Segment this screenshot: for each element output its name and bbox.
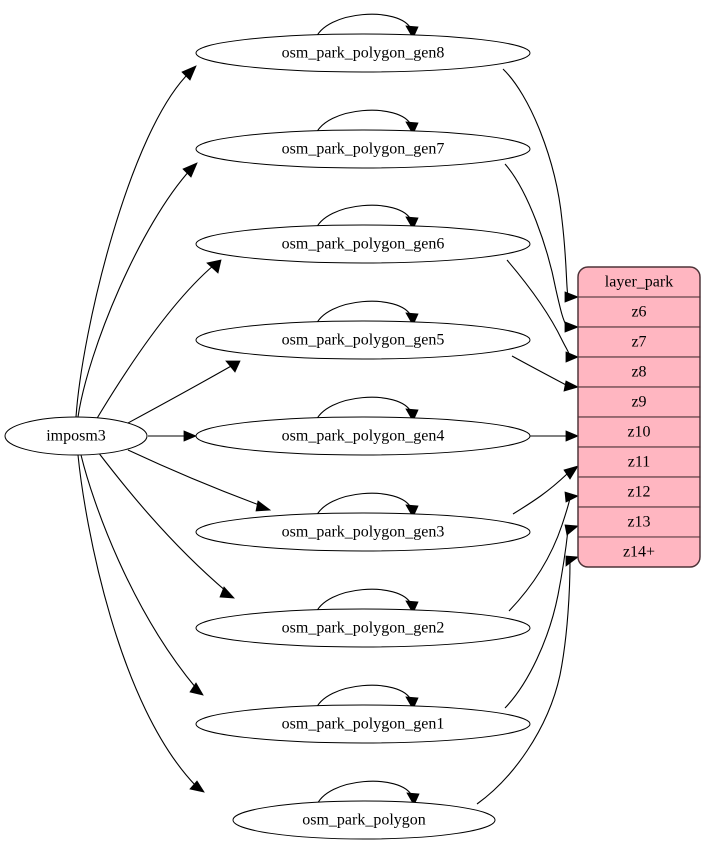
arrowhead-self-loop-gen2	[405, 600, 419, 614]
node-gen6[interactable]: osm_park_polygon_gen6	[195, 224, 531, 264]
self-loop-gen3	[314, 492, 412, 520]
node-gen3-shape[interactable]	[195, 512, 531, 552]
self-loop-gen1	[314, 684, 412, 712]
node-base-label: osm_park_polygon	[302, 812, 426, 829]
edge-imposm3-to-base	[77, 454, 197, 787]
arrowhead-gen2-to-z12	[564, 491, 580, 503]
self-loops	[314, 13, 420, 808]
layer-park-row-z13-label: z13	[627, 514, 650, 531]
node-gen6-shape[interactable]	[195, 224, 531, 264]
edge-imposm3-to-gen6	[95, 264, 215, 421]
arrowhead-self-loop-gen1	[405, 696, 419, 710]
self-loop-gen8	[314, 13, 412, 41]
arrowhead-self-loop-gen8	[405, 25, 419, 39]
self-loop-base	[315, 780, 413, 808]
arrowhead-imposm3-to-gen7	[182, 162, 198, 178]
edge-imposm3-to-gen7	[77, 168, 192, 418]
arrowhead-imposm3-to-base	[189, 780, 205, 793]
arrowhead-gen7-to-z7	[564, 321, 580, 333]
node-gen3[interactable]: osm_park_polygon_gen3	[195, 512, 531, 552]
self-loop-gen4	[314, 396, 412, 424]
edge-gen5-to-z9	[511, 355, 569, 387]
edge-base-to-z14	[476, 560, 571, 805]
edge-gen8-to-z6	[502, 68, 569, 298]
node-gen1-label: osm_park_polygon_gen1	[282, 716, 445, 733]
arrowhead-imposm3-to-gen4	[183, 430, 198, 442]
node-base[interactable]: osm_park_polygon	[232, 800, 496, 840]
node-gen8-label: osm_park_polygon_gen8	[282, 45, 445, 62]
arrowhead-gen6-to-z8	[565, 351, 580, 363]
edge-imposm3-to-gen2	[97, 451, 228, 593]
arrowhead-gen3-to-z11	[563, 465, 579, 480]
layer-park-row-z8-label: z8	[631, 364, 646, 381]
arrowhead-imposm3-to-gen3	[255, 500, 272, 512]
arrowhead-self-loop-gen3	[405, 504, 419, 518]
arrowhead-self-loop-gen7	[405, 121, 419, 135]
node-base-shape[interactable]	[232, 800, 496, 840]
node-gen7-label: osm_park_polygon_gen7	[282, 141, 445, 158]
arrowhead-self-loop-gen5	[405, 312, 419, 326]
node-gen1-shape[interactable]	[195, 704, 531, 744]
arrowhead-imposm3-to-gen5	[225, 360, 241, 373]
arrowhead-imposm3-to-gen1	[189, 682, 204, 696]
edge-gen1-to-z13	[504, 529, 569, 709]
node-gen2-label: osm_park_polygon_gen2	[282, 620, 445, 637]
self-loop-gen5	[314, 300, 412, 328]
edge-imposm3-to-gen5	[127, 364, 234, 424]
edge-gen7-to-z7	[504, 163, 568, 328]
arrowhead-gen4-to-z10	[565, 430, 580, 442]
self-loop-gen6	[314, 204, 412, 232]
node-gen3-label: osm_park_polygon_gen3	[282, 524, 445, 541]
edge-gen2-to-z12	[508, 497, 571, 612]
node-gen5-label: osm_park_polygon_gen5	[282, 332, 445, 349]
arrowhead-self-loop-gen4	[405, 408, 419, 422]
node-gen5[interactable]: osm_park_polygon_gen5	[195, 320, 531, 360]
layer-park-row-z11-label: z11	[628, 454, 651, 471]
node-gen4-shape[interactable]	[195, 416, 531, 456]
layer-park-row-z10-label: z10	[627, 424, 650, 441]
arrowhead-imposm3-to-gen6	[206, 259, 222, 274]
node-gen2[interactable]: osm_park_polygon_gen2	[195, 608, 531, 648]
self-loop-gen2	[314, 588, 412, 616]
edge-imposm3-to-gen3	[127, 449, 263, 507]
arrowhead-gen5-to-z9	[563, 380, 580, 392]
layer-park-row-z6-cell[interactable]	[577, 296, 701, 328]
layer-park-row-z9-label: z9	[631, 394, 646, 411]
arrowhead-self-loop-gen6	[405, 216, 419, 230]
arrowhead-imposm3-to-gen8	[181, 65, 197, 81]
layer-park-row-z10-cell[interactable]	[577, 416, 701, 448]
arrowhead-base-to-z14	[565, 555, 580, 567]
edges-from-imposm3	[75, 65, 272, 793]
node-imposm3-label: imposm3	[46, 428, 106, 445]
layer-park-header-label: layer_park	[605, 274, 673, 291]
arrowhead-self-loop-base	[406, 792, 420, 806]
edge-imposm3-to-gen1	[80, 454, 197, 689]
layer-park-row-z6-label: z6	[631, 304, 646, 321]
arrowhead-imposm3-to-gen2	[219, 586, 235, 599]
arrowhead-gen8-to-z6	[564, 291, 580, 303]
node-gen6-label: osm_park_polygon_gen6	[282, 236, 445, 253]
node-gen5-shape[interactable]	[195, 320, 531, 360]
arrowhead-gen1-to-z13	[564, 524, 580, 536]
node-layer-park-table[interactable]: layer_park z6 z7 z8 z9 z10 z11 z12 z13 z…	[577, 266, 701, 568]
node-gen4-label: osm_park_polygon_gen4	[282, 428, 445, 445]
edge-gen3-to-z11	[512, 473, 568, 515]
edge-imposm3-to-gen8	[75, 71, 191, 418]
node-gen4[interactable]: osm_park_polygon_gen4	[195, 416, 531, 456]
node-imposm3[interactable]: imposm3	[4, 416, 148, 456]
node-imposm3-shape[interactable]	[4, 416, 148, 456]
node-gen8[interactable]: osm_park_polygon_gen8	[195, 33, 531, 73]
edges-to-layer-park	[476, 68, 580, 805]
node-gen7[interactable]: osm_park_polygon_gen7	[195, 129, 531, 169]
layer-park-row-z7-label: z7	[631, 334, 646, 351]
node-gen7-shape[interactable]	[195, 129, 531, 169]
layer-park-row-z14-label: z14+	[623, 544, 655, 561]
layer-park-row-z12-label: z12	[627, 484, 650, 501]
node-gen8-shape[interactable]	[195, 33, 531, 73]
layer-park-outline	[577, 266, 701, 568]
layer-park-row-z9-cell[interactable]	[577, 386, 701, 418]
self-loop-gen7	[314, 109, 412, 137]
node-gen2-shape[interactable]	[195, 608, 531, 648]
node-gen1[interactable]: osm_park_polygon_gen1	[195, 704, 531, 744]
